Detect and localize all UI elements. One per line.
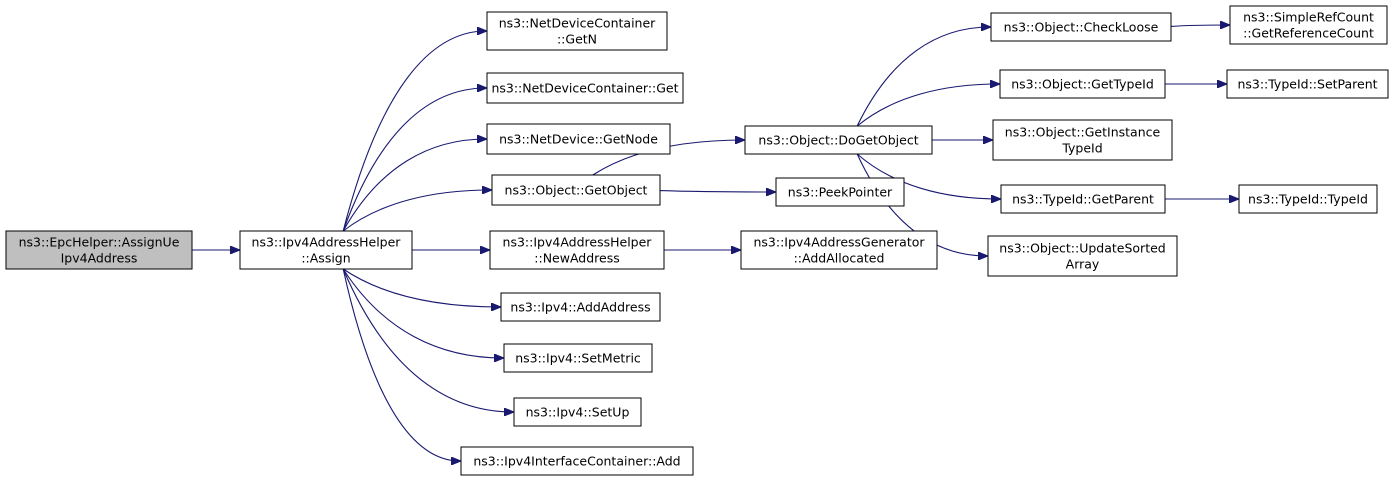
node-label: ns3::Object::GetInstance <box>1005 125 1161 140</box>
node-box <box>775 177 905 207</box>
node-newaddress[interactable]: ns3::Ipv4AddressHelper::NewAddress <box>489 230 665 270</box>
node-setparent[interactable]: ns3::TypeId::SetParent <box>1226 69 1389 99</box>
node-label: ns3::SimpleRefCount <box>1243 10 1374 25</box>
node-box <box>503 343 653 373</box>
node-box <box>486 11 668 51</box>
node-box <box>486 123 671 155</box>
node-box <box>489 230 665 270</box>
node-box <box>990 12 1172 42</box>
node-label: ns3::PeekPointer <box>788 185 893 200</box>
edge-assign-to-setup <box>342 268 513 412</box>
node-assign[interactable]: ns3::Ipv4AddressHelper::Assign <box>239 230 413 270</box>
node-label: ns3::TypeId::TypeId <box>1248 192 1368 207</box>
node-label: ::GetN <box>557 32 597 47</box>
node-box <box>491 174 661 206</box>
node-label: ns3::Ipv4::AddAddress <box>510 300 650 315</box>
node-dogetobject[interactable]: ns3::Object::DoGetObject <box>744 125 933 155</box>
node-getparent[interactable]: ns3::TypeId::GetParent <box>1000 184 1166 214</box>
edge-dogetobject-to-getparent <box>856 153 1000 199</box>
node-label: ns3::Ipv4AddressHelper <box>252 235 402 250</box>
edge-checkloose-to-getrefcount <box>1170 25 1229 26</box>
node-label: ns3::Object::CheckLoose <box>1004 20 1159 35</box>
node-label: ns3::NetDevice::GetNode <box>499 132 658 147</box>
edge-assign-to-ndc-getn <box>342 31 486 232</box>
edge-assign-to-iic-add <box>342 268 460 461</box>
node-setmetric[interactable]: ns3::Ipv4::SetMetric <box>503 343 653 373</box>
edge-assign-to-setmetric <box>342 268 503 358</box>
node-label: ns3::EpcHelper::AssignUe <box>19 235 180 250</box>
node-box <box>744 125 933 155</box>
node-box <box>987 235 1178 277</box>
node-ndc-get[interactable]: ns3::NetDeviceContainer::Get <box>486 72 684 104</box>
node-label: ns3::Ipv4AddressHelper <box>503 235 653 250</box>
node-setup[interactable]: ns3::Ipv4::SetUp <box>513 397 642 427</box>
node-box <box>486 72 684 104</box>
node-label: ns3::Object::GetObject <box>505 183 648 198</box>
node-label: ns3::Ipv4InterfaceContainer::Add <box>473 454 680 469</box>
node-label: TypeId <box>1061 141 1102 156</box>
node-ndc-getn[interactable]: ns3::NetDeviceContainer::GetN <box>486 11 668 51</box>
node-nd-getnode[interactable]: ns3::NetDevice::GetNode <box>486 123 671 155</box>
node-label: ns3::NetDeviceContainer::Get <box>491 81 678 96</box>
node-label: ns3::TypeId::SetParent <box>1237 77 1377 92</box>
node-box <box>239 230 413 270</box>
node-label: Ipv4Address <box>61 251 138 266</box>
node-box <box>992 119 1173 161</box>
node-label: ::AddAllocated <box>794 251 885 266</box>
node-gettypeid[interactable]: ns3::Object::GetTypeId <box>999 69 1166 99</box>
node-box <box>1238 184 1378 214</box>
node-box <box>1226 69 1389 99</box>
edge-assign-to-addaddress <box>342 268 500 307</box>
node-getrefcount[interactable]: ns3::SimpleRefCount::GetReferenceCount <box>1229 5 1388 45</box>
node-label: ns3::Object::UpdateSorted <box>999 241 1165 256</box>
edge-dogetobject-to-gettypeid <box>856 84 999 127</box>
edge-getobject-to-peekpointer <box>659 191 775 192</box>
node-box <box>513 397 642 427</box>
node-label: ns3::Object::DoGetObject <box>758 133 918 148</box>
node-label: ::Assign <box>301 251 350 266</box>
node-typeid[interactable]: ns3::TypeId::TypeId <box>1238 184 1378 214</box>
node-box <box>5 230 193 270</box>
node-box <box>1229 5 1388 45</box>
node-peekpointer[interactable]: ns3::PeekPointer <box>775 177 905 207</box>
node-label: ns3::Ipv4::SetUp <box>526 405 630 420</box>
edge-assign-to-getobject <box>342 190 491 232</box>
node-box <box>1000 184 1166 214</box>
node-box <box>999 69 1166 99</box>
node-addaddress[interactable]: ns3::Ipv4::AddAddress <box>500 292 661 322</box>
node-box <box>740 230 938 270</box>
node-label: ns3::TypeId::GetParent <box>1012 192 1154 207</box>
edge-dogetobject-to-checkloose <box>856 27 990 127</box>
node-label: Array <box>1066 257 1100 272</box>
node-getobject[interactable]: ns3::Object::GetObject <box>491 174 661 206</box>
node-label: ::GetReferenceCount <box>1243 26 1374 41</box>
node-checkloose[interactable]: ns3::Object::CheckLoose <box>990 12 1172 42</box>
node-label: ns3::Object::GetTypeId <box>1011 77 1154 92</box>
edge-assign-to-nd-getnode <box>342 139 486 232</box>
node-label: ns3::NetDeviceContainer <box>499 16 656 31</box>
node-addallocated[interactable]: ns3::Ipv4AddressGenerator::AddAllocated <box>740 230 938 270</box>
edge-assign-to-ndc-get <box>342 88 486 232</box>
node-label: ns3::Ipv4AddressGenerator <box>753 235 925 250</box>
node-iic-add[interactable]: ns3::Ipv4InterfaceContainer::Add <box>460 446 694 476</box>
node-label: ns3::Ipv4::SetMetric <box>515 351 641 366</box>
node-box <box>500 292 661 322</box>
node-label: ::NewAddress <box>534 251 619 266</box>
node-box <box>460 446 694 476</box>
